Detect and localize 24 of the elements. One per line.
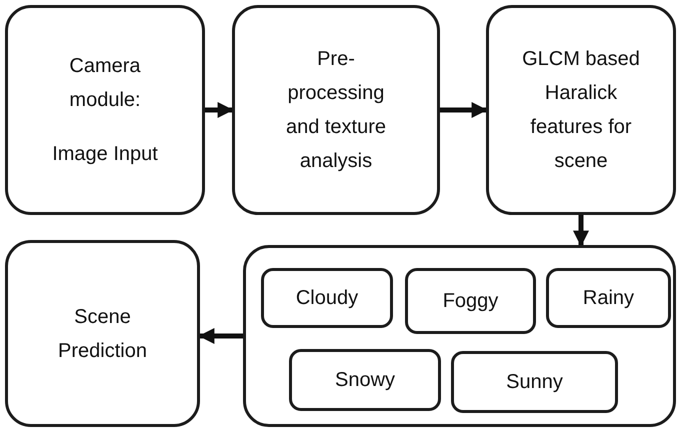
category-box — [405, 268, 536, 334]
node-label: Scene Prediction — [57, 304, 148, 364]
process-box — [5, 5, 205, 215]
node-label: Cloudy — [296, 286, 358, 311]
node-label: Rainy — [582, 286, 634, 311]
node-label: Foggy — [442, 289, 498, 314]
node-label: Pre- processing and texture analysis — [284, 47, 388, 174]
node-label: GLCM based Haralick features for scene — [521, 47, 641, 174]
arrow — [205, 102, 234, 118]
node-label: Snowy — [334, 368, 396, 393]
node-label: Sunny — [506, 370, 563, 395]
process-box — [232, 5, 440, 215]
process-box — [486, 5, 676, 215]
category-box — [451, 351, 618, 413]
node-label: Camera module: — [68, 54, 142, 113]
arrow — [440, 102, 488, 118]
category-box — [261, 268, 393, 328]
node-label: Image Input — [52, 142, 158, 167]
arrow — [573, 215, 589, 247]
category-box — [289, 349, 441, 411]
arrow — [198, 328, 243, 344]
process-box — [5, 240, 200, 427]
group-panel — [243, 245, 676, 427]
category-box — [546, 268, 671, 328]
